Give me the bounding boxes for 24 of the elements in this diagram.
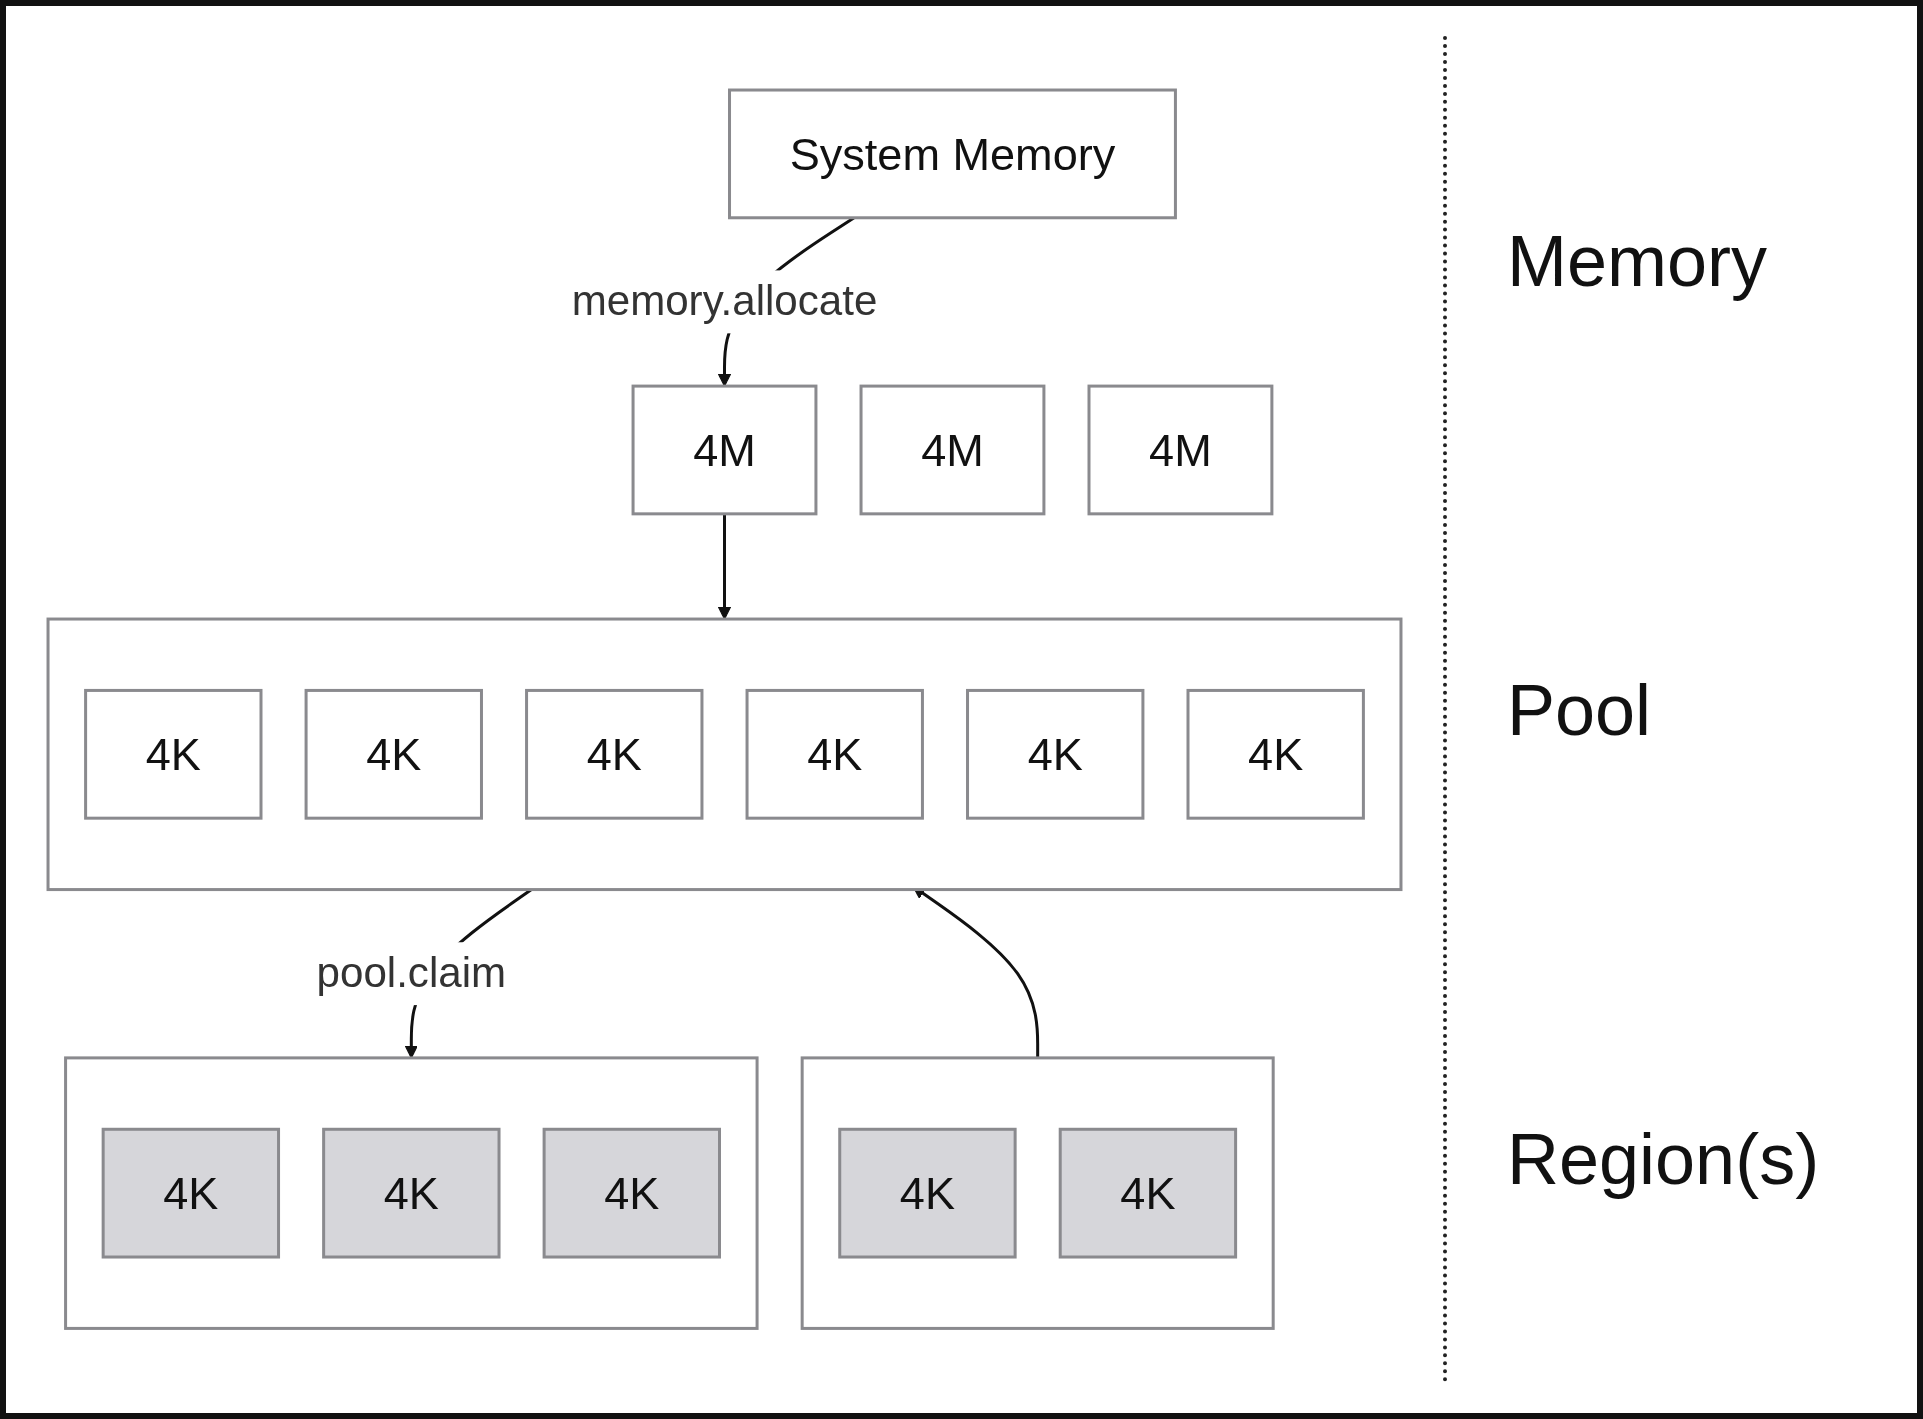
node-box: 4K	[966, 689, 1145, 820]
node-box: 4K	[542, 1128, 721, 1259]
node-box: 4K	[525, 689, 704, 820]
node-box: 4M	[631, 384, 818, 516]
node-box: 4K	[1058, 1128, 1238, 1259]
node-box: 4K	[304, 689, 483, 820]
node-box: 4K	[101, 1128, 281, 1259]
node-box: 4K	[745, 689, 924, 820]
layer-label: Memory	[1507, 219, 1768, 302]
layer-label: Region(s)	[1507, 1117, 1821, 1200]
arrow	[717, 514, 732, 620]
edge-label: memory.allocate	[571, 278, 878, 325]
cluster	[800, 1056, 1275, 1331]
node-box: 4K	[838, 1128, 1017, 1259]
layer-label: Pool	[1507, 668, 1653, 751]
cluster	[64, 1056, 759, 1331]
node-box: 4K	[322, 1128, 501, 1259]
node-box: 4M	[1087, 384, 1274, 516]
node-box: 4K	[1186, 689, 1365, 820]
node-box: 4K	[84, 689, 263, 820]
node-box: System Memory	[728, 88, 1177, 220]
node-box: 4M	[859, 384, 1046, 516]
edge-label: pool.claim	[316, 949, 507, 997]
cluster	[46, 617, 1403, 892]
